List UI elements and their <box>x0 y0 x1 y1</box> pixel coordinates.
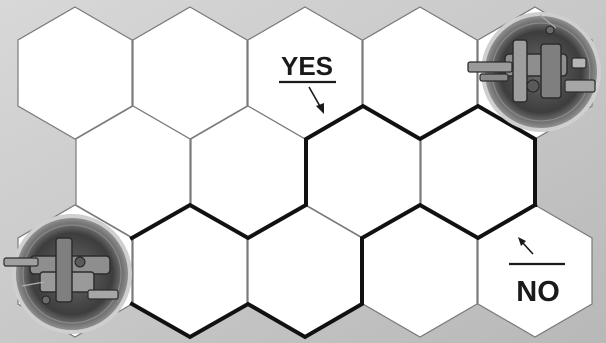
no-label: NO <box>516 276 560 308</box>
yes-label: YES <box>281 51 333 81</box>
